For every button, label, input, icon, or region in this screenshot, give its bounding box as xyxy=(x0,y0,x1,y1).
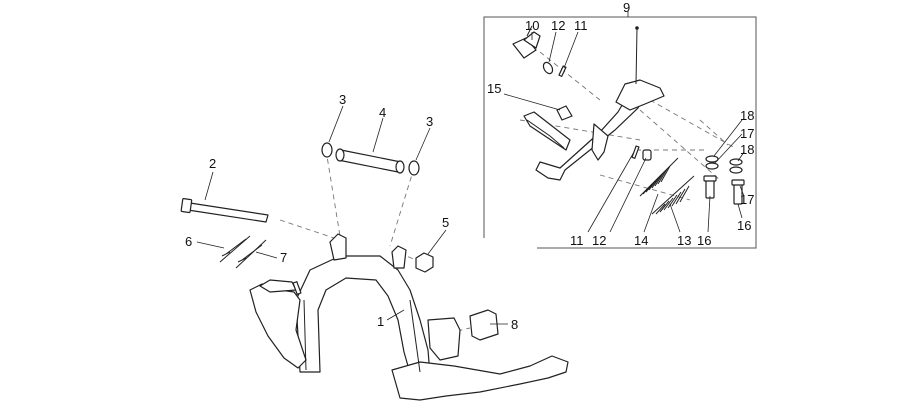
pin-lower xyxy=(631,145,640,159)
center-stand-leader-lines xyxy=(196,105,508,325)
callout-1: 1 xyxy=(377,314,384,329)
mounting-plate xyxy=(469,309,499,341)
callout-3-left: 3 xyxy=(339,92,346,107)
callout-3-right: 3 xyxy=(426,114,433,129)
callout-4: 4 xyxy=(379,105,386,120)
callout-10: 10 xyxy=(525,18,539,33)
spring-13 xyxy=(651,175,695,215)
spring-7 xyxy=(235,239,267,269)
callout-13: 13 xyxy=(677,233,691,248)
callout-7: 7 xyxy=(280,250,287,265)
washer-18-left xyxy=(705,155,719,163)
spring-14 xyxy=(639,157,679,197)
side-stand-leg xyxy=(523,26,665,181)
callout-18-mid: 18 xyxy=(740,142,754,157)
callout-8: 8 xyxy=(511,317,518,332)
nut xyxy=(415,252,434,273)
side-stand-kit-frame xyxy=(483,11,757,249)
callout-18-top: 18 xyxy=(740,108,754,123)
pin-top xyxy=(558,65,567,77)
callout-9: 9 xyxy=(623,0,630,15)
callout-17-top: 17 xyxy=(740,126,754,141)
callout-12-bottom: 12 xyxy=(592,233,606,248)
small-pin xyxy=(292,281,302,295)
callout-6: 6 xyxy=(185,234,192,249)
washer-3-left xyxy=(321,142,333,158)
bracket xyxy=(556,105,573,121)
washer-17-left xyxy=(705,162,719,170)
center-stand xyxy=(249,233,569,401)
washer-lower xyxy=(642,149,652,161)
stand-pivot-pin xyxy=(335,148,405,174)
callout-17-bottom: 17 xyxy=(740,192,754,207)
washer-3-right xyxy=(408,160,420,176)
spring-6 xyxy=(219,235,251,263)
callout-16-left: 16 xyxy=(697,233,711,248)
callout-12-top: 12 xyxy=(551,18,565,33)
callout-11-top: 11 xyxy=(574,18,588,33)
callout-5: 5 xyxy=(442,215,449,230)
washer-18-right xyxy=(729,158,743,166)
callout-11-bottom: 11 xyxy=(570,233,584,248)
long-bolt xyxy=(180,198,269,223)
side-stand-leader-lines xyxy=(503,31,745,233)
bolt-16-left xyxy=(703,175,717,199)
callout-2: 2 xyxy=(209,156,216,171)
callout-15: 15 xyxy=(487,81,501,96)
pivot-point-marker xyxy=(635,26,639,30)
washer-17-right xyxy=(729,166,743,174)
washer-top xyxy=(542,61,554,75)
callout-16-right: 16 xyxy=(737,218,751,233)
callout-labels: 9 10 12 11 15 18 17 18 17 16 11 12 14 13… xyxy=(185,0,754,332)
callout-14: 14 xyxy=(634,233,648,248)
